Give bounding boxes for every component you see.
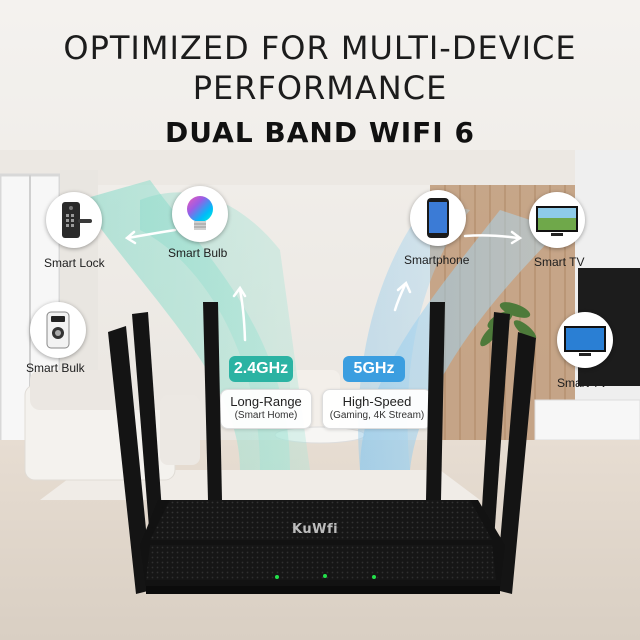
band-5ghz-mode: High-Speed <box>342 394 412 409</box>
smart-tv-2-label: Smart TV <box>557 376 608 390</box>
band-5ghz-tag: 5GHz <box>343 356 405 382</box>
smartphone-icon <box>427 198 449 238</box>
smart-bulb-icon <box>187 196 213 230</box>
band-2-4ghz-tag: 2.4GHz <box>229 356 293 382</box>
router-brand: KuWfi <box>292 522 339 537</box>
smartphone-label: Smartphone <box>404 253 470 267</box>
smart-tv-icon <box>564 326 606 356</box>
smart-doorbell-icon <box>46 311 70 349</box>
smart-tv-1-label: Smart TV <box>534 255 585 269</box>
smart-bulk-label: Smart Bulk <box>26 361 85 375</box>
smart-lock-icon <box>62 202 92 238</box>
smart-lock-badge <box>46 192 102 248</box>
smart-bulb-label: Smart Bulb <box>168 246 228 260</box>
band-2-4ghz-info: Long-Range (Smart Home) <box>220 389 312 429</box>
headline: OPTIMIZED FOR MULTI-DEVICE PERFORMANCE <box>0 28 640 108</box>
band-5ghz-info: High-Speed (Gaming, 4K Stream) <box>322 389 432 429</box>
smart-lock-label: Smart Lock <box>44 256 105 270</box>
band-2-4ghz-mode: Long-Range <box>230 394 302 409</box>
headline-subtitle: DUAL BAND WIFI 6 <box>165 116 475 149</box>
smart-tv-2-badge <box>557 312 613 368</box>
headline-line-1: OPTIMIZED FOR MULTI-DEVICE <box>63 29 577 67</box>
smart-tv-icon <box>536 206 578 236</box>
router-antennas <box>108 302 536 594</box>
band-2-4ghz-use: (Smart Home) <box>234 410 298 421</box>
smart-bulk-badge <box>30 302 86 358</box>
band-5ghz-use: (Gaming, 4K Stream) <box>329 410 425 421</box>
smart-tv-1-badge <box>529 192 585 248</box>
smart-bulb-badge <box>172 186 228 242</box>
headline-line-2: PERFORMANCE <box>192 69 448 107</box>
smartphone-badge <box>410 190 466 246</box>
